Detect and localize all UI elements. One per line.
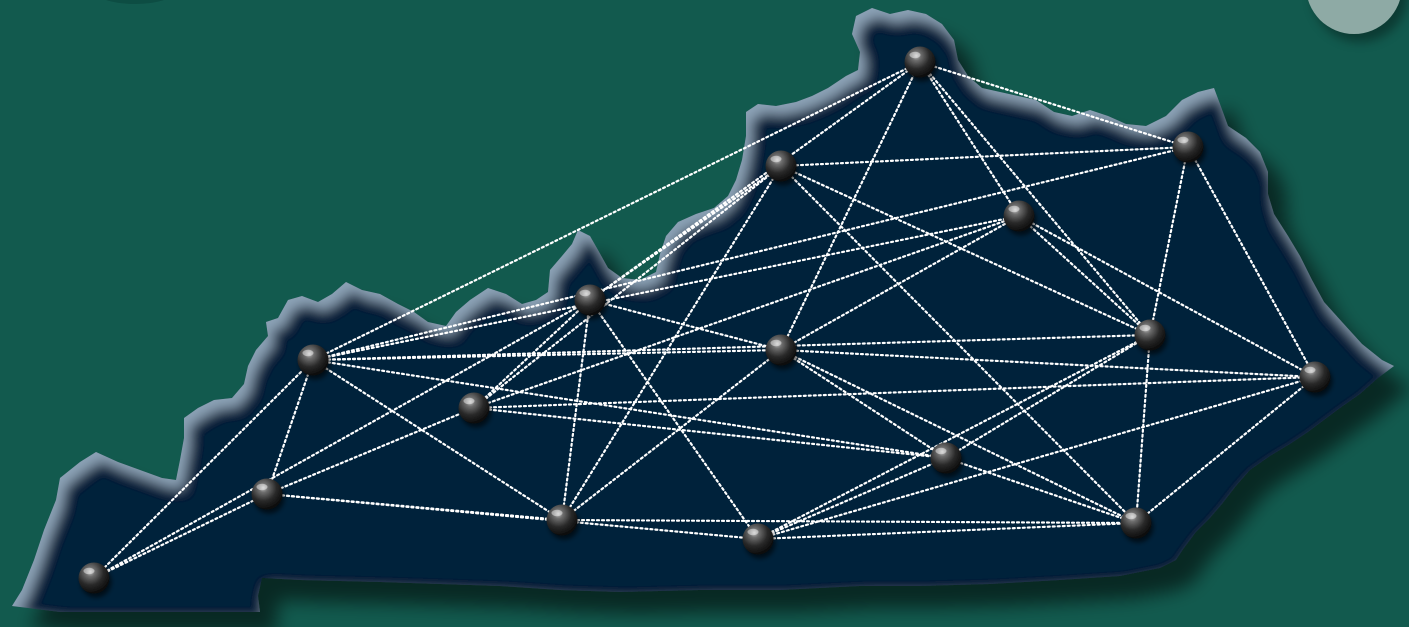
connection-line [311,358,564,522]
connection-line [756,521,1138,541]
connection-line [472,214,1021,410]
connection-line [92,492,269,580]
connection-line [1134,375,1317,525]
sphere-node-icon [930,442,962,474]
connection-line [311,333,1152,362]
connection-line [311,60,922,362]
connection-line [944,333,1152,460]
connection-line [779,164,1152,337]
sphere-node-icon [1299,361,1331,393]
connection-line [472,406,948,460]
connection-line [560,298,592,522]
sphere-node-icon [765,150,797,182]
connection-line [756,375,1317,541]
sphere-node-icon [765,334,797,366]
connection-line [265,406,476,496]
sphere-node-icon [1134,319,1166,351]
connection-line [472,164,783,410]
connection-line [560,348,783,522]
connection-line [560,518,1138,525]
connection-line [92,298,592,580]
sphere-node-icon [742,523,774,555]
connection-line [588,60,922,302]
kentucky-state-shape [12,8,1394,612]
connection-line [92,358,315,580]
sphere-node-icon [1003,200,1035,232]
sphere-node-icon [251,478,283,510]
sphere-node-icon [1120,507,1152,539]
connection-line [560,164,783,522]
connection-line [472,375,1317,410]
connection-line [944,456,1138,525]
sphere-node-icon [574,284,606,316]
connection-line [1017,214,1317,379]
sphere-node-icon [546,504,578,536]
connection-line [1017,214,1152,337]
connection-line [779,348,948,460]
connection-line [588,164,783,302]
sphere-node-icon [458,392,490,424]
connection-line [918,60,1190,149]
connection-lines [92,60,1317,580]
connection-line [779,60,922,352]
sphere-node-icon [297,344,329,376]
connection-line [1134,333,1152,525]
connection-line [588,298,760,541]
connection-line [311,145,1190,362]
connection-line [265,492,760,541]
connection-line [779,214,1021,352]
connection-line [756,456,948,541]
sphere-node-icon [78,562,110,594]
sphere-node-icon [1172,131,1204,163]
sphere-node-icon [904,46,936,78]
connection-line [311,214,1021,362]
connection-line [779,164,1138,525]
connection-line [756,333,1152,541]
connection-line [472,298,592,410]
connection-line [779,348,1138,525]
connection-line [918,60,1152,337]
connection-line [588,298,783,352]
connection-line [779,348,1317,379]
connection-line [779,145,1190,168]
connection-line [265,358,315,496]
connection-line [311,348,783,362]
network-nodes [78,46,1331,594]
connection-line [918,60,1021,218]
connection-line [1148,145,1190,337]
top-left-disc [90,0,180,4]
connection-line [1186,145,1317,379]
